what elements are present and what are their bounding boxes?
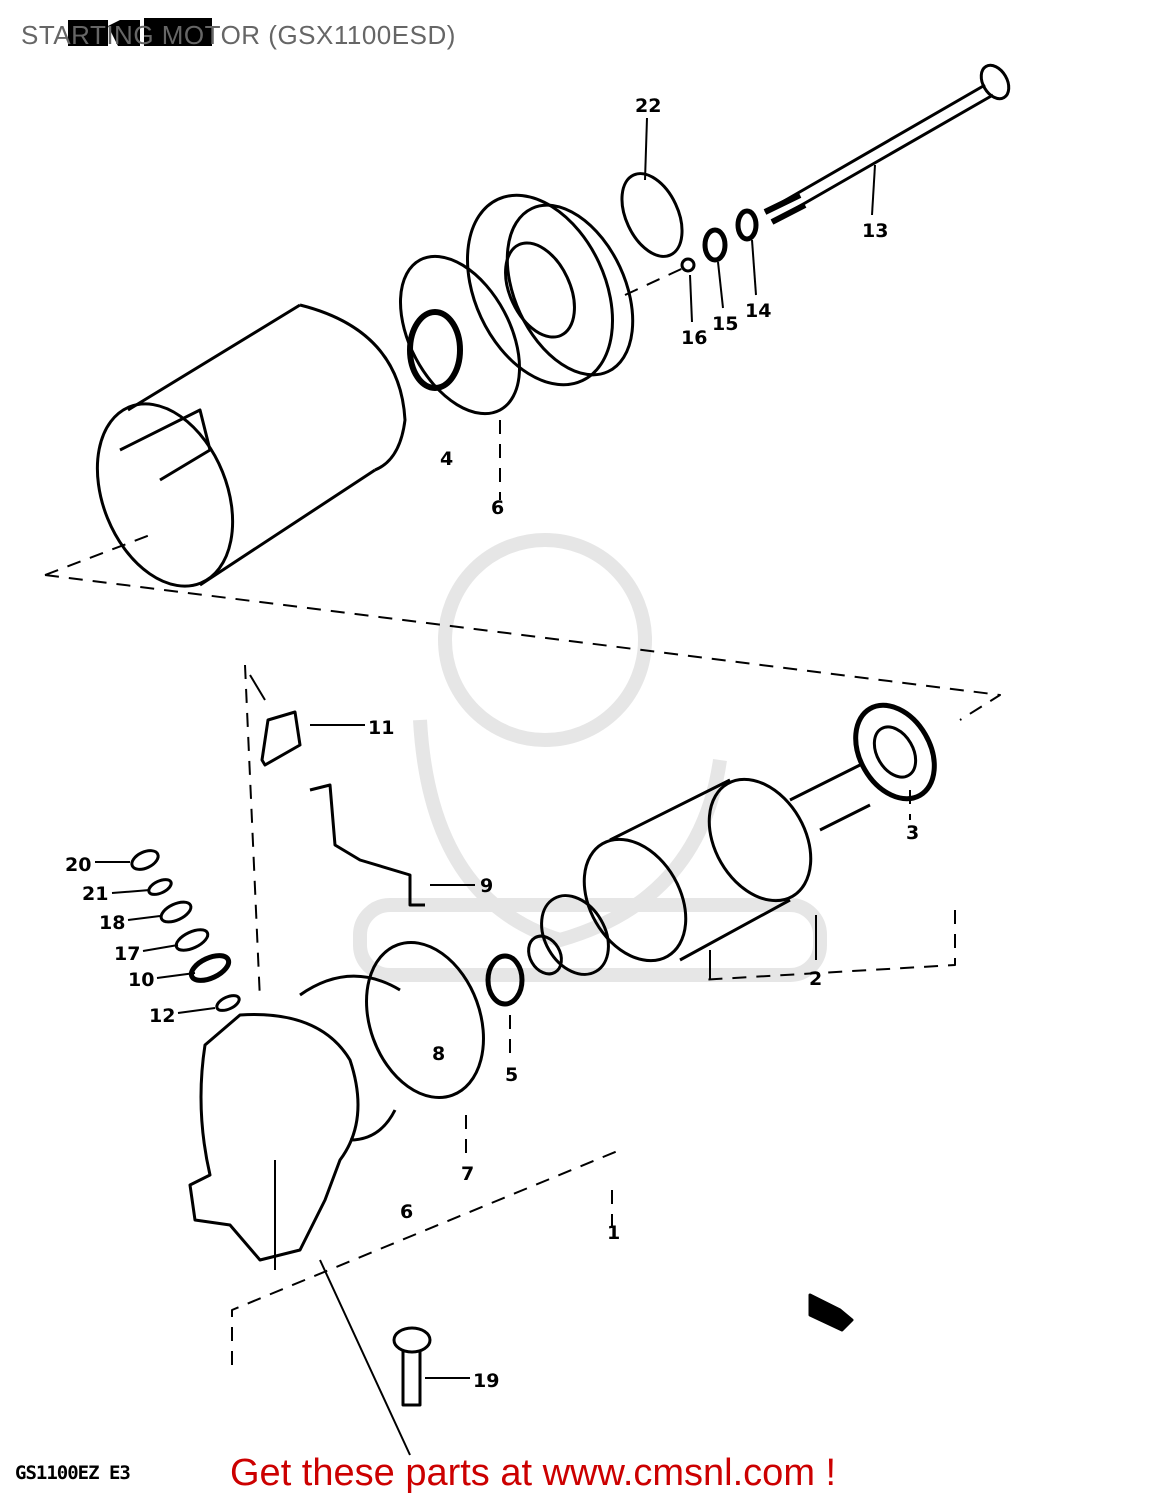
part-yoke-housing: [95, 303, 407, 588]
part-label: 10: [128, 969, 154, 991]
part-label: 6: [400, 1201, 413, 1223]
part-bolt-19: [392, 1326, 432, 1407]
part-label: 12: [149, 1005, 175, 1027]
part-end-cover: [465, 193, 635, 387]
part-label: 2: [809, 968, 822, 990]
part-label: 9: [480, 875, 493, 897]
part-label: 17: [114, 943, 140, 965]
part-washers-left: [130, 849, 241, 1012]
promo-link[interactable]: Get these parts at www.cmsnl.com !: [230, 1452, 837, 1494]
part-label: 22: [635, 95, 661, 117]
direction-arrow-icon: [808, 1293, 854, 1332]
part-label: 11: [368, 717, 394, 739]
part-label: 13: [862, 220, 888, 242]
part-armature: [527, 763, 871, 976]
part-brush-plate: [299, 941, 485, 1142]
part-long-bolt: [763, 63, 1011, 225]
logo-block: [68, 18, 212, 46]
part-label: 21: [82, 883, 108, 905]
part-o-ring-22: [620, 172, 684, 258]
part-label: 20: [65, 854, 91, 876]
part-label: 15: [712, 313, 738, 335]
part-label: 19: [473, 1370, 499, 1392]
part-label: 16: [681, 327, 707, 349]
part-label: 8: [432, 1043, 445, 1065]
part-label: 14: [745, 300, 771, 322]
part-brush-11: [260, 710, 302, 767]
part-brush-9: [309, 783, 425, 907]
diagram-code: GS1100EZ E3: [15, 1462, 131, 1484]
part-label: 6: [491, 497, 504, 519]
part-label: 4: [440, 448, 453, 470]
part-label: 1: [607, 1222, 620, 1244]
page-title: STARTING MOTOR (GSX1100ESD): [21, 20, 456, 50]
part-bearing-3: [853, 702, 937, 802]
part-o-ring: [398, 254, 522, 416]
part-bearing: [407, 309, 463, 391]
part-front-cover: [188, 1013, 360, 1262]
part-number-labels: 22 13 16 15 14 4 6 11 3 9 20 21 18 17 10…: [65, 95, 919, 1392]
part-label: 5: [505, 1064, 518, 1086]
part-label: 7: [461, 1163, 474, 1185]
part-label: 18: [99, 912, 125, 934]
part-label: 3: [906, 822, 919, 844]
